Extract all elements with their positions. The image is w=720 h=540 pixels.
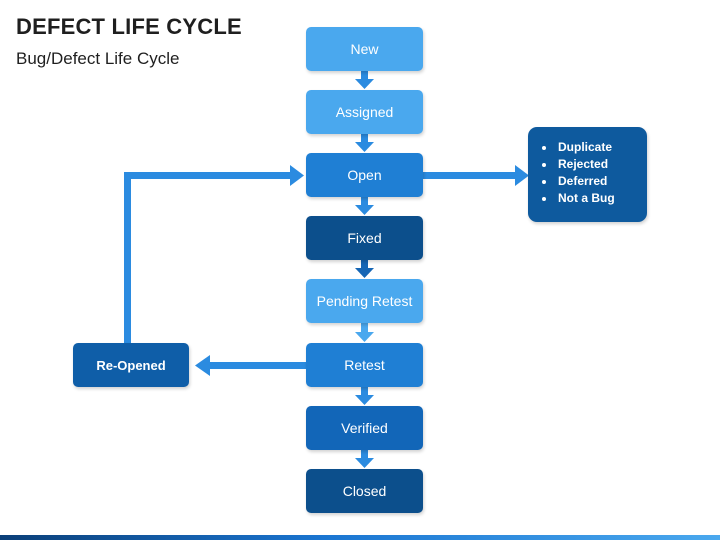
open-outcomes-box: Duplicate Rejected Deferred Not a Bug (528, 127, 647, 222)
arrow-reopened-open (124, 165, 304, 344)
arrow-open-fixed (355, 196, 374, 215)
arrow-retest-reopened (195, 355, 306, 376)
arrow-fixed-pending (355, 259, 374, 278)
footer-bar (0, 535, 720, 540)
stage-verified: Verified (306, 406, 423, 450)
stage-fixed: Fixed (306, 216, 423, 260)
open-outcomes-list: Duplicate Rejected Deferred Not a Bug (528, 127, 647, 207)
stage-open: Open (306, 153, 423, 197)
arrow-assigned-open (355, 133, 374, 152)
outcome-item: Not a Bug (556, 190, 647, 207)
stage-closed: Closed (306, 469, 423, 513)
arrow-new-assigned (355, 70, 374, 89)
stage-retest: Retest (306, 343, 423, 387)
stage-pending-retest: Pending Retest (306, 279, 423, 323)
outcome-item: Rejected (556, 156, 647, 173)
arrow-retest-verified (355, 386, 374, 405)
outcome-item: Duplicate (556, 139, 647, 156)
stage-new: New (306, 27, 423, 71)
stage-reopened: Re-Opened (73, 343, 189, 387)
arrow-open-outcomes (423, 165, 529, 186)
outcome-item: Deferred (556, 173, 647, 190)
stage-assigned: Assigned (306, 90, 423, 134)
page-subtitle: Bug/Defect Life Cycle (16, 49, 180, 68)
arrow-pending-retest (355, 323, 374, 342)
page-title: DEFECT LIFE CYCLE (16, 14, 242, 39)
arrow-verified-closed (355, 449, 374, 468)
